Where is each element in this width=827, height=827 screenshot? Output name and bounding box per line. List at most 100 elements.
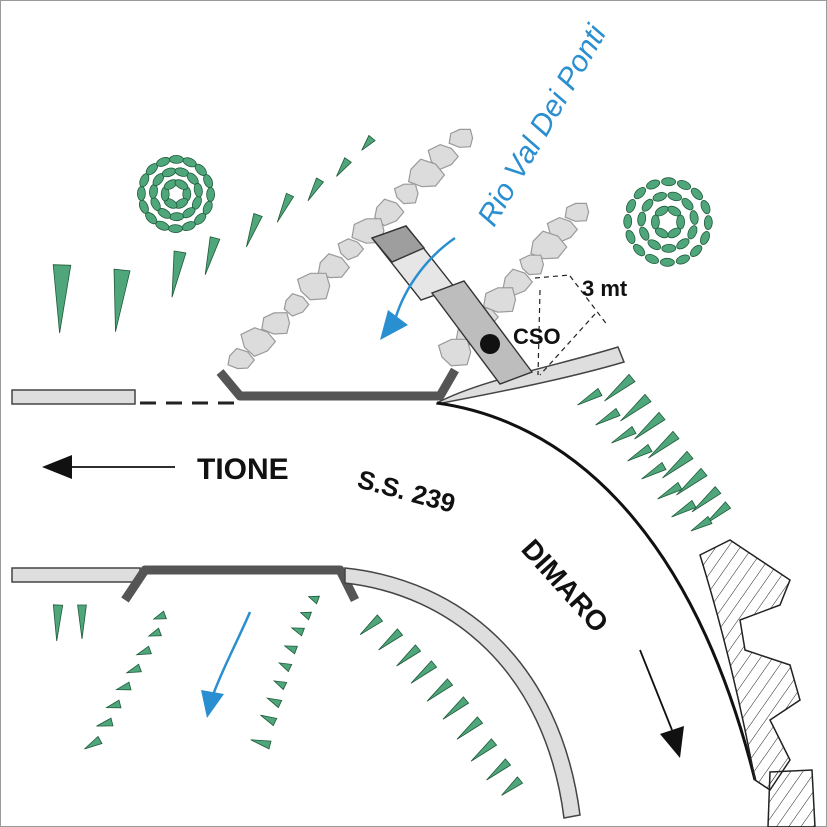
road-label: S.S. 239 [354,464,458,519]
grass-spike [671,499,697,518]
leaf [626,198,636,214]
leaf [687,225,698,240]
tione-label: TIONE [197,453,289,486]
leaf [676,214,685,230]
cso-point-marker [480,334,500,354]
leaf [675,254,690,265]
grass-spike [470,738,498,762]
grass-spike [299,611,312,621]
grass-spike [648,430,680,459]
grass-spike [147,627,162,637]
grass-spike [442,696,470,720]
cso-label: CSO [513,324,561,349]
grass-spike [410,660,438,684]
stone [283,293,310,317]
stone [482,287,517,313]
grass-spike [641,461,667,480]
grass-spike [307,177,325,202]
grass-spike [426,678,454,702]
stone [519,254,545,276]
upper-road-edge-right [436,346,626,405]
bridge-lower [121,565,360,603]
leaf [193,182,203,198]
grass-spike [620,393,652,422]
stream-name-label: Rio Val Dei Ponti [471,18,613,231]
grass-spike [690,515,713,532]
leaf [639,226,650,241]
grass-spike [486,758,512,781]
stone [296,272,331,301]
stream-flow-arrow-lower [201,611,252,718]
grass-spike [152,610,167,620]
leaf [646,179,661,190]
grass-spike [627,443,653,462]
tree-canopy-left [136,154,216,234]
grass-spike [113,268,131,332]
leaf [654,205,669,217]
cso-channel [370,225,534,385]
tree-canopy-right [623,177,713,267]
stone [337,238,365,261]
grass-spike [52,604,64,642]
bridge-upper [216,367,459,401]
leaf [654,227,669,239]
grass-spike [204,236,221,275]
grass-spike [577,387,603,406]
leaf [202,200,213,215]
leaf [700,200,711,215]
leaf [647,239,662,251]
leaf [174,179,189,190]
grass-spike [125,663,142,674]
leaf [667,227,682,239]
road-boundary-curve [436,401,757,781]
leaf [169,154,184,164]
leaf [633,187,647,200]
lower-road-edge-left [11,567,141,583]
leaf [637,211,647,227]
stone [261,312,291,335]
stone [564,202,590,222]
leaf [623,214,633,229]
grass-spike [501,776,524,796]
distance-dimension [534,274,609,376]
grass-spike [691,485,722,513]
grass-spike [290,627,305,637]
grass-spike [283,645,298,655]
distance-label: 3 mt [582,276,628,301]
stone [427,143,459,171]
leaf [660,257,675,267]
grass-spike [96,717,114,727]
grass-spike [115,681,132,691]
leaf [681,197,694,211]
leaf [661,243,677,253]
grass-spike [250,739,272,750]
leaf [206,187,216,202]
grass-spike [272,680,288,691]
grass-spike [105,699,122,709]
leaf [689,210,699,225]
leaf [169,212,184,222]
leaf [641,198,654,212]
stone [240,327,277,357]
leaf [136,186,146,201]
stone [227,347,256,370]
grass-spike [171,250,187,298]
stone [530,230,568,260]
grass-spike [359,614,384,636]
stone [374,198,405,227]
grass-spike [277,662,293,673]
tione-direction-arrow [42,455,175,479]
lower-road-edge-curve [344,567,581,819]
leaf [700,230,710,246]
leaf [676,180,692,190]
grass-spike [260,714,278,727]
stream-flow-arrow-upper [380,236,456,340]
grass-spike [276,192,295,223]
stone [407,158,446,188]
upper-road-edge-left [11,389,136,405]
grass-spike [657,481,683,500]
grass-spike [456,716,484,740]
stream-bank-stones-left [227,128,474,370]
leaf [625,229,636,244]
